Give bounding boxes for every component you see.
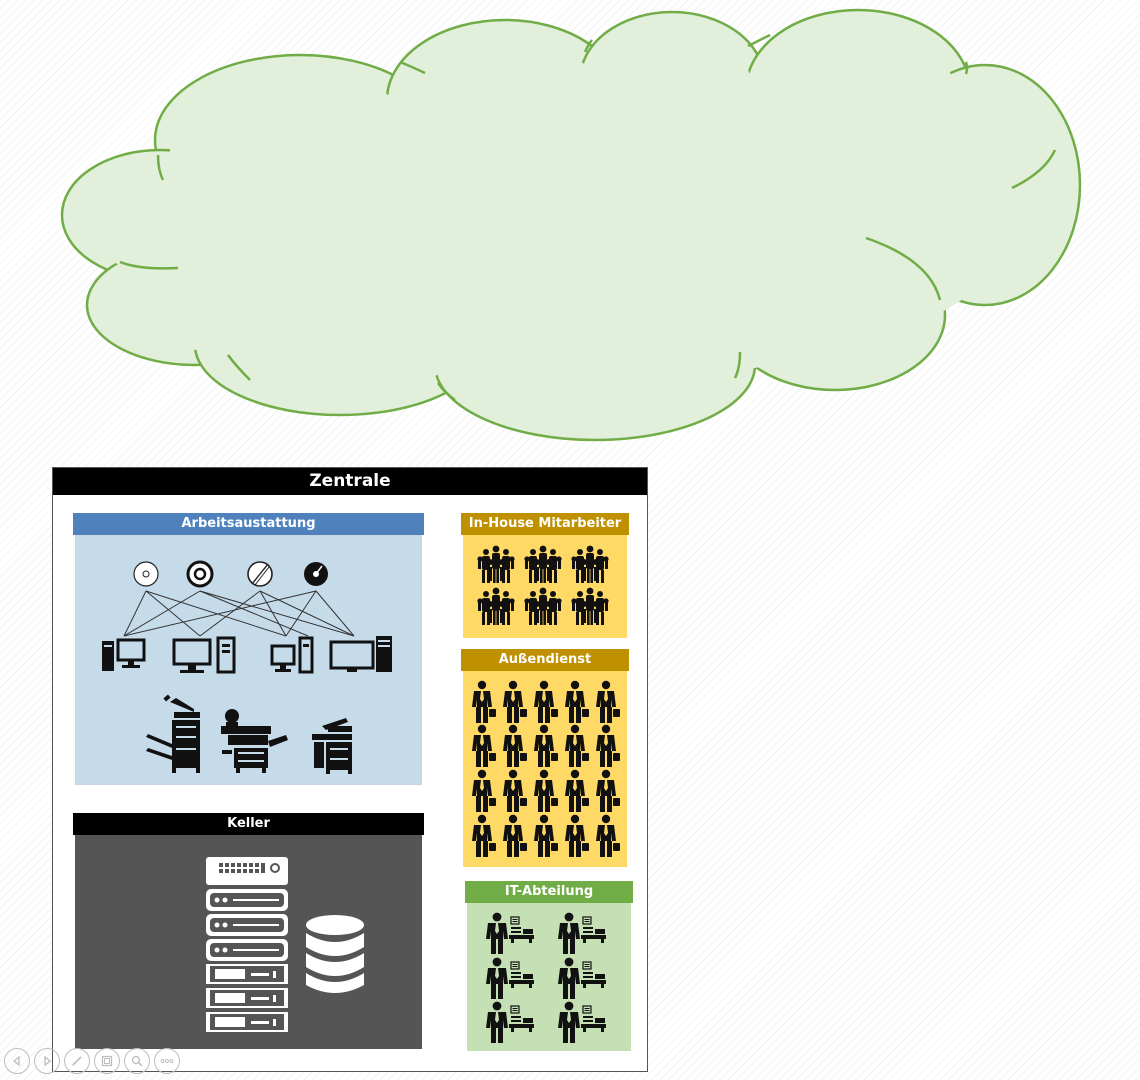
- zentrale-title: Zentrale: [53, 468, 647, 495]
- panel-it: IT-Abteilung: [465, 881, 633, 1051]
- zentrale-container: Zentrale Arbeitsaustattung: [52, 467, 648, 1072]
- panel-title-arbeitsaustattung: Arbeitsaustattung: [73, 513, 424, 535]
- panel-body-arbeitsaustattung: [75, 535, 422, 785]
- panel-title-keller: Keller: [73, 813, 424, 835]
- businessman-icon: [534, 680, 558, 723]
- businessman-icon: [503, 814, 527, 857]
- businessman-icon: [472, 814, 496, 857]
- panel-body-inhouse: [463, 535, 627, 638]
- bluray-icon: [304, 562, 328, 586]
- businessman-icon: [534, 724, 558, 767]
- previous-icon[interactable]: [4, 1048, 30, 1074]
- businessman-icon: [596, 814, 620, 857]
- it-worker-icon: [485, 956, 535, 1000]
- group-people-graphic: [477, 545, 609, 625]
- desktop-icon: [172, 636, 236, 674]
- it-worker-icon: [557, 911, 607, 955]
- slides-icon[interactable]: [94, 1048, 120, 1074]
- businessman-icon: [565, 814, 589, 857]
- panel-inhouse: In-House Mitarbeiter: [461, 513, 629, 638]
- it-worker-icon: [557, 1000, 607, 1044]
- equipment-graphic: [102, 560, 392, 774]
- businessman-icon: [596, 769, 620, 812]
- zoom-icon[interactable]: [124, 1048, 150, 1074]
- database-icon: [306, 915, 364, 993]
- panel-body-it: [467, 903, 631, 1051]
- panel-title-inhouse: In-House Mitarbeiter: [461, 513, 629, 535]
- panel-body-aussendienst: [463, 671, 627, 867]
- businessman-icon: [472, 680, 496, 723]
- field-staff-graphic: [472, 680, 620, 857]
- businessman-icon: [503, 680, 527, 723]
- desktop-icon: [102, 638, 146, 671]
- panel-arbeitsaustattung: Arbeitsaustattung: [73, 513, 424, 785]
- cd-icon: [133, 561, 159, 587]
- businessman-icon: [503, 769, 527, 812]
- businessman-icon: [565, 769, 589, 812]
- desktop-icon: [329, 636, 392, 672]
- server-rack-icon: [206, 857, 288, 1032]
- printer-icon: [146, 694, 200, 773]
- panel-title-it: IT-Abteilung: [465, 881, 633, 903]
- people-group-icon: [524, 587, 562, 625]
- businessman-icon: [472, 724, 496, 767]
- it-worker-icon: [557, 956, 607, 1000]
- businessman-icon: [596, 724, 620, 767]
- more-icon[interactable]: [154, 1048, 180, 1074]
- businessman-icon: [565, 724, 589, 767]
- businessman-icon: [472, 769, 496, 812]
- server-graphic: [206, 857, 364, 1032]
- it-staff-graphic: [485, 911, 607, 1044]
- disc-icon: [186, 560, 214, 588]
- panel-aussendienst: Außendienst: [461, 649, 629, 867]
- panel-title-aussendienst: Außendienst: [461, 649, 629, 671]
- panel-body-keller: [75, 835, 422, 1049]
- businessman-icon: [565, 680, 589, 723]
- dvd-icon: [247, 561, 273, 587]
- slideshow-nav: [4, 1048, 180, 1074]
- desktop-icon: [270, 636, 314, 674]
- it-worker-icon: [485, 1000, 535, 1044]
- businessman-icon: [534, 814, 558, 857]
- people-group-icon: [571, 545, 609, 583]
- pen-icon[interactable]: [64, 1048, 90, 1074]
- people-group-icon: [477, 587, 515, 625]
- panel-keller: Keller: [73, 813, 424, 1049]
- printer-icon: [221, 709, 288, 773]
- businessman-icon: [503, 724, 527, 767]
- people-group-icon: [477, 545, 515, 583]
- businessman-icon: [534, 769, 558, 812]
- people-group-icon: [571, 587, 609, 625]
- it-worker-icon: [485, 911, 535, 955]
- printer-icon: [312, 718, 352, 774]
- businessman-icon: [596, 680, 620, 723]
- next-icon[interactable]: [34, 1048, 60, 1074]
- cloud-shape: [60, 8, 1082, 442]
- connection-lines: [123, 590, 355, 637]
- people-group-icon: [524, 545, 562, 583]
